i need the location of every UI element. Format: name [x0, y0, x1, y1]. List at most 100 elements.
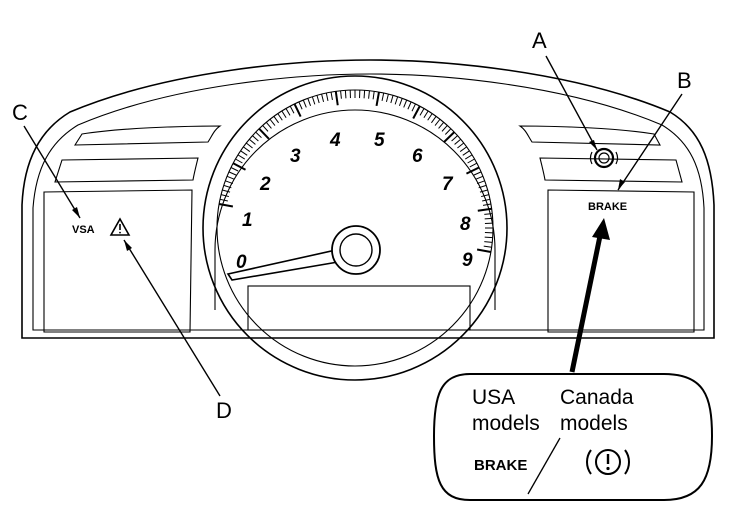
usa-brake-label: BRAKE [474, 457, 527, 474]
minor-tick [483, 204, 491, 205]
minor-tick [452, 136, 458, 141]
minor-tick [386, 94, 388, 102]
minor-tick [369, 91, 370, 99]
minor-tick [229, 172, 236, 175]
gauge-number-9: 9 [462, 250, 473, 271]
major-tick [336, 91, 338, 105]
minor-tick [241, 151, 248, 155]
arrowhead-d [124, 240, 132, 251]
minor-tick [474, 172, 481, 175]
models-inset: USA models Canada models BRAKE [434, 374, 712, 500]
gauge-number-5: 5 [374, 130, 385, 151]
minor-tick [465, 155, 472, 159]
leader-line-b [618, 94, 682, 190]
minor-tick [303, 100, 306, 107]
arrowhead-a [589, 140, 597, 150]
minor-tick [227, 176, 234, 179]
usa-models-line1: USA [472, 386, 515, 409]
minor-tick [455, 139, 461, 144]
minor-tick [468, 159, 475, 163]
minor-tick [341, 91, 342, 99]
minor-tick [266, 122, 271, 128]
major-tick [295, 104, 301, 117]
arrowhead-c [72, 207, 80, 218]
indicators: VSA BRAKE [72, 149, 627, 236]
minor-tick [345, 90, 346, 98]
minor-tick [445, 129, 451, 135]
minor-tick [399, 98, 402, 106]
minor-tick [221, 195, 229, 197]
gauge-number-8: 8 [460, 214, 471, 235]
gauge-number-3: 3 [290, 146, 301, 167]
callout-a: A [532, 28, 547, 53]
gauge-number-6: 6 [412, 146, 423, 167]
minor-tick [263, 125, 268, 131]
leader-line-a [546, 56, 597, 150]
major-tick [219, 204, 233, 206]
minor-tick [484, 242, 492, 243]
warning-triangle-icon [111, 219, 129, 235]
minor-tick [485, 218, 493, 219]
minor-tick [439, 122, 444, 128]
minor-tick [225, 181, 233, 184]
minor-tick [278, 114, 282, 121]
minor-tick [326, 93, 328, 101]
minor-tick [282, 111, 286, 118]
minor-tick [256, 132, 262, 138]
minor-tick [412, 104, 416, 111]
gauge-number-2: 2 [259, 174, 271, 195]
minor-tick [424, 111, 428, 118]
minor-tick [382, 93, 384, 101]
minor-tick [420, 108, 424, 115]
minor-tick [391, 95, 393, 103]
minor-tick [274, 116, 279, 122]
minor-tick [442, 125, 447, 131]
minor-tick [463, 151, 470, 155]
minor-tick [484, 214, 492, 215]
minor-tick [243, 147, 249, 152]
minor-tick [364, 90, 365, 98]
minor-tick [408, 102, 411, 109]
leader-line-c [24, 126, 80, 218]
gauge-number-7: 7 [442, 174, 454, 195]
abs-circle-icon [591, 149, 618, 167]
minor-tick [322, 94, 324, 102]
minor-tick [231, 168, 238, 172]
vsa-indicator-label: VSA [72, 224, 95, 236]
odometer-window [248, 286, 470, 330]
minor-tick [460, 147, 466, 152]
canada-models-line1: Canada [560, 386, 634, 409]
callout-d: D [216, 398, 232, 423]
major-tick [413, 106, 420, 118]
minor-tick [484, 246, 492, 247]
minor-tick [373, 91, 374, 99]
minor-tick [395, 97, 397, 105]
minor-tick [404, 100, 407, 107]
minor-tick [299, 102, 302, 109]
leader-line-d [124, 240, 220, 396]
minor-tick [428, 114, 432, 121]
gauge-number-4: 4 [329, 130, 341, 151]
minor-tick [481, 195, 489, 197]
canada-models-line2: models [560, 412, 628, 435]
usa-models-line2: models [472, 412, 540, 435]
minor-tick [286, 108, 290, 115]
inset-pointer-arrow [572, 218, 610, 372]
minor-tick [331, 92, 332, 100]
minor-tick [317, 95, 319, 103]
callout-b: B [677, 68, 692, 93]
minor-tick [308, 98, 311, 106]
minor-tick [457, 143, 463, 148]
minor-tick [312, 97, 314, 105]
minor-tick [246, 143, 252, 148]
gauge-number-0: 0 [236, 252, 247, 273]
tachometer-gauge: 0 1 2 3 4 5 6 7 8 9 [203, 76, 507, 380]
minor-tick [252, 136, 258, 141]
minor-tick [435, 119, 440, 125]
major-tick [477, 250, 491, 252]
minor-tick [290, 106, 294, 113]
brake-indicator-label: BRAKE [588, 201, 627, 213]
major-tick [377, 92, 379, 106]
